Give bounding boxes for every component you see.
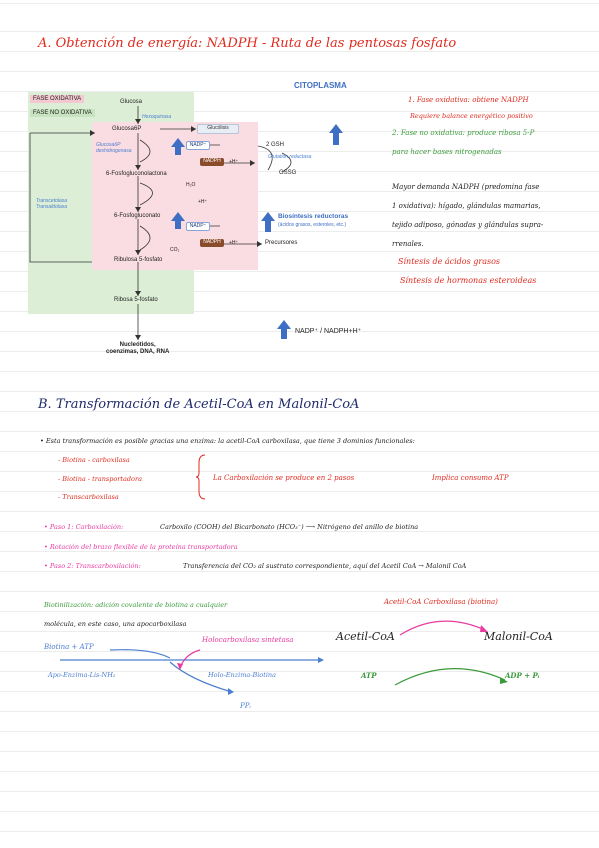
reaction-arrows [60, 620, 508, 695]
nucleotidos-label: Nucleótidos, coenzimas, DNA, RNA [106, 342, 170, 355]
note-line-8: rrenales. [392, 240, 424, 248]
section-b-intro: • Esta transformación es posible gracias… [40, 437, 415, 445]
glucosa-label: Glucosa [120, 99, 143, 105]
hexoquinasa-label: Hexoquinasa [142, 114, 172, 120]
glutation-reductasa-label: Glutatión reductasa [268, 154, 312, 160]
biosintesis-sub-label: (ácidos grasos, esteroles, etc.) [278, 222, 347, 228]
note-line-2: Requiere balance energético positivo [410, 112, 533, 120]
note-line-3: 2. Fase no oxidativa: produce ribosa 5-P [392, 129, 535, 137]
note-line-6: 1 oxidativa): hígado, glándulas mamarias… [392, 202, 541, 210]
domain-1: - Biotina - carboxilasa [58, 456, 130, 464]
domain-2: - Biotina - transportadora [58, 475, 142, 483]
atp-label: ATP [361, 671, 377, 680]
section-b-title: B. Transformación de Acetil-CoA en Malon… [38, 397, 360, 412]
h-plus-1: +H⁺ [229, 159, 239, 165]
h-plus-3: +H⁺ [229, 240, 239, 246]
co2-label: CO₂ [170, 247, 180, 253]
glucolisis-box: Glucólisis [197, 124, 239, 134]
section-a-title: A. Obtención de energía: NADPH - Ruta de… [38, 36, 457, 51]
note-line-5: Mayor demanda NADPH (predomina fase [392, 183, 540, 191]
ribulosa-label: Ribulosa 5-fosfato [114, 257, 163, 263]
biotin-atp-label: Biotina + ATP [44, 643, 94, 651]
domain-3: - Transcarboxilasa [58, 493, 119, 501]
step-1-label: • Paso 1: Carboxilación: [44, 523, 124, 531]
diagram-lines [29, 106, 343, 340]
holo-enzyme-label: Holo-Enzima-Biotina [208, 671, 276, 679]
nadph-1: NADPH [200, 158, 224, 166]
fase-no-oxidativa-tag: FASE NO OXIDATIVA [30, 109, 95, 117]
fase-oxidativa-tag: FASE OXIDATIVA [30, 95, 85, 103]
biosintesis-label: Biosíntesis reductoras [278, 213, 349, 220]
brace-text: La Carboxilación se produce en 2 pasos [213, 474, 355, 482]
h2o-label: H₂O [186, 182, 196, 188]
atp-note: Implica consumo ATP [432, 474, 509, 482]
apo-enzyme-label: Apo-Enzima-Lis-NH₂ [48, 671, 116, 679]
precursores-label: Precursores [265, 240, 298, 246]
brace [195, 454, 206, 500]
step-1-text: Carboxilo (COOH) del Bicarbonato (HCO₃⁻)… [160, 523, 419, 531]
acetil-coa-label: Acetil-CoA [336, 630, 395, 643]
two-gsh-label: 2 GSH [266, 142, 285, 148]
step-2-label: • Paso 2: Transcarboxilación: [44, 562, 141, 570]
biotin-definition-1: Biotinilización: adición covalente de bi… [44, 601, 228, 609]
step-rotation: • Rotación del brazo flexible de la prot… [44, 543, 238, 551]
citoplasma-label: CITOPLASMA [294, 81, 347, 90]
enzyme-label: Acetil-CoA Carboxilasa (biotina) [384, 598, 498, 606]
note-line-10: Síntesis de hormonas esteroideas [400, 276, 537, 285]
glucosa6p-label: Glucosa6P [112, 126, 142, 132]
h-plus-2: +H⁺ [198, 199, 208, 205]
note-line-4: para hacer bases nitrogenadas [392, 148, 502, 156]
adp-pi-label: ADP + Pᵢ [505, 671, 540, 680]
malonil-coa-label: Malonil-CoA [484, 630, 553, 643]
note-line-9: Síntesis de ácidos grasos [398, 257, 500, 266]
fosfogluconato-label: 6-Fosfogluconato [114, 213, 161, 219]
ribosa-label: Ribosa 5-fosfato [114, 297, 158, 303]
step-2-text: Transferencia del CO₂ al sustrato corres… [183, 562, 467, 570]
nadph-2: NADPH [200, 239, 224, 247]
note-line-1: 1. Fase oxidativa: obtiene NADPH [408, 96, 529, 104]
fosfogluconolactona-label: 6-Fosfogluconolactona [106, 171, 167, 177]
note-line-7: tejido adiposo, gónadas y glándulas supr… [392, 221, 544, 229]
nadp-plus-1: NADP⁺ [186, 141, 210, 150]
ppi-label: PPᵢ [240, 702, 251, 710]
transcetolasa-label: Transcetolasa Transaldolasa [36, 198, 68, 210]
nadp-plus-2: NADP⁺ [186, 222, 210, 231]
holocarboxylase-label: Holocarboxilasa sintetasa [202, 636, 294, 644]
legend-label: NADP⁺ / NADPH+H⁺ [295, 328, 362, 335]
g6p-dehydrogenase-label: Glucosa6P deshidrogenasa [96, 142, 132, 154]
gssg-label: GSSG [279, 170, 297, 176]
biotin-definition-2: molécula, en este caso, una apocarboxila… [44, 620, 187, 628]
